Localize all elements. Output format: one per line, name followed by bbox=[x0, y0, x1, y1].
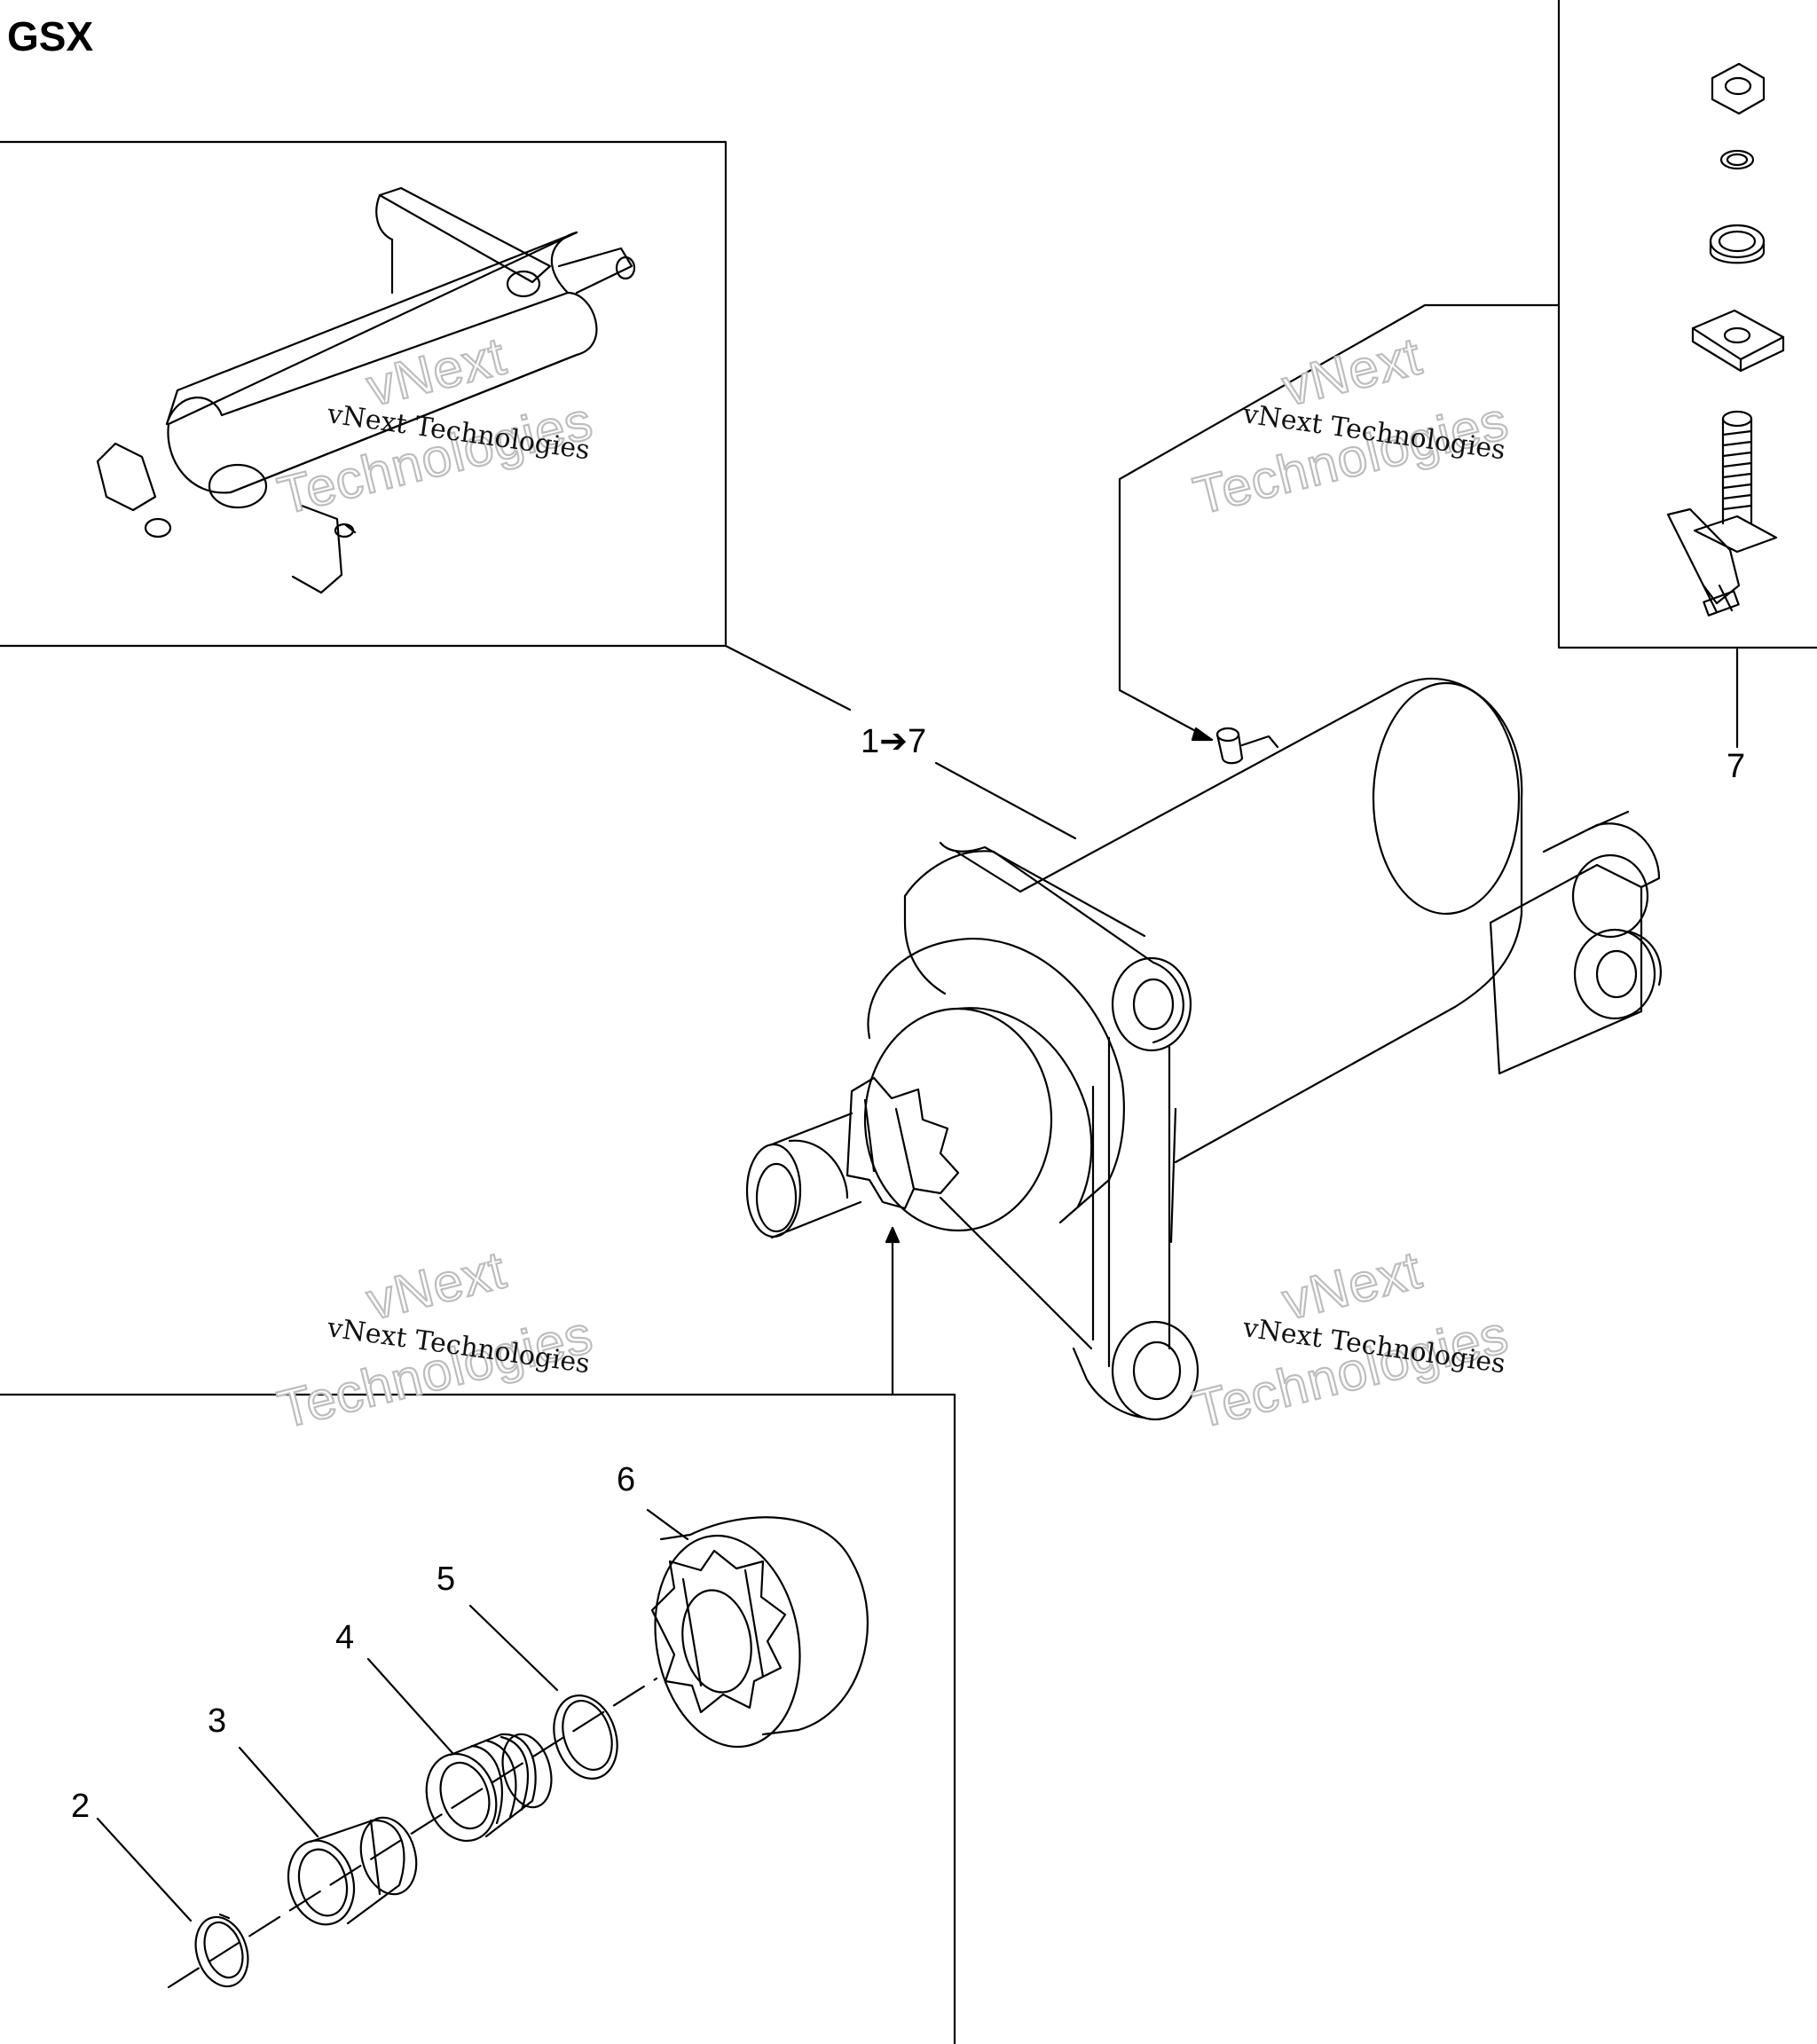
terminal-hardware-stack bbox=[1666, 62, 1785, 617]
watermark-bottom-left: vNext Technologies vNext Technologies bbox=[271, 1238, 600, 1441]
watermark-big-1: vNext bbox=[1277, 326, 1428, 417]
watermark-top-left: vNext Technologies vNext Technologies bbox=[271, 325, 600, 527]
starter-motor-main bbox=[745, 677, 1662, 1421]
callout-7: 7 bbox=[1727, 748, 1745, 785]
callout-4: 4 bbox=[335, 1619, 354, 1656]
arrow-drive bbox=[885, 1226, 901, 1244]
diagram-title: GSX bbox=[7, 13, 94, 59]
part-6-drive-pinion bbox=[650, 1516, 869, 1749]
drive-parts-exploded bbox=[96, 1508, 869, 1989]
watermark-big-1: vNext bbox=[361, 1239, 512, 1331]
callout-assembly: 1➔7 bbox=[861, 723, 926, 760]
callout-5: 5 bbox=[437, 1561, 455, 1598]
part-2-snap-ring bbox=[194, 1913, 249, 1988]
part-4-collar bbox=[425, 1733, 553, 1843]
watermark-top-right: vNext Technologies vNext Technologies bbox=[1187, 325, 1515, 527]
terminal-lug bbox=[1666, 507, 1741, 605]
arrow-terminal bbox=[1191, 727, 1214, 742]
watermark-bottom-right: vNext Technologies vNext Technologies bbox=[1187, 1238, 1515, 1441]
terminal-nut bbox=[1711, 62, 1766, 115]
terminal-insulator bbox=[1691, 309, 1785, 361]
part-3-sleeve bbox=[287, 1816, 418, 1926]
part-5-washer bbox=[553, 1694, 618, 1780]
frame-drive-parts bbox=[0, 1393, 956, 2044]
callout-6: 6 bbox=[617, 1461, 635, 1498]
watermark-big-1: vNext bbox=[1277, 1239, 1428, 1331]
frame-terminal-hardware bbox=[1557, 0, 1817, 649]
leader-terminal-frame bbox=[1118, 303, 1561, 736]
frame-assembly-view bbox=[0, 140, 728, 648]
terminal-small-washer bbox=[1719, 149, 1755, 170]
starter-assembly-small bbox=[96, 186, 636, 594]
leader-assembly bbox=[724, 644, 1077, 840]
callout-3: 3 bbox=[208, 1702, 226, 1740]
callout-2: 2 bbox=[71, 1788, 90, 1825]
